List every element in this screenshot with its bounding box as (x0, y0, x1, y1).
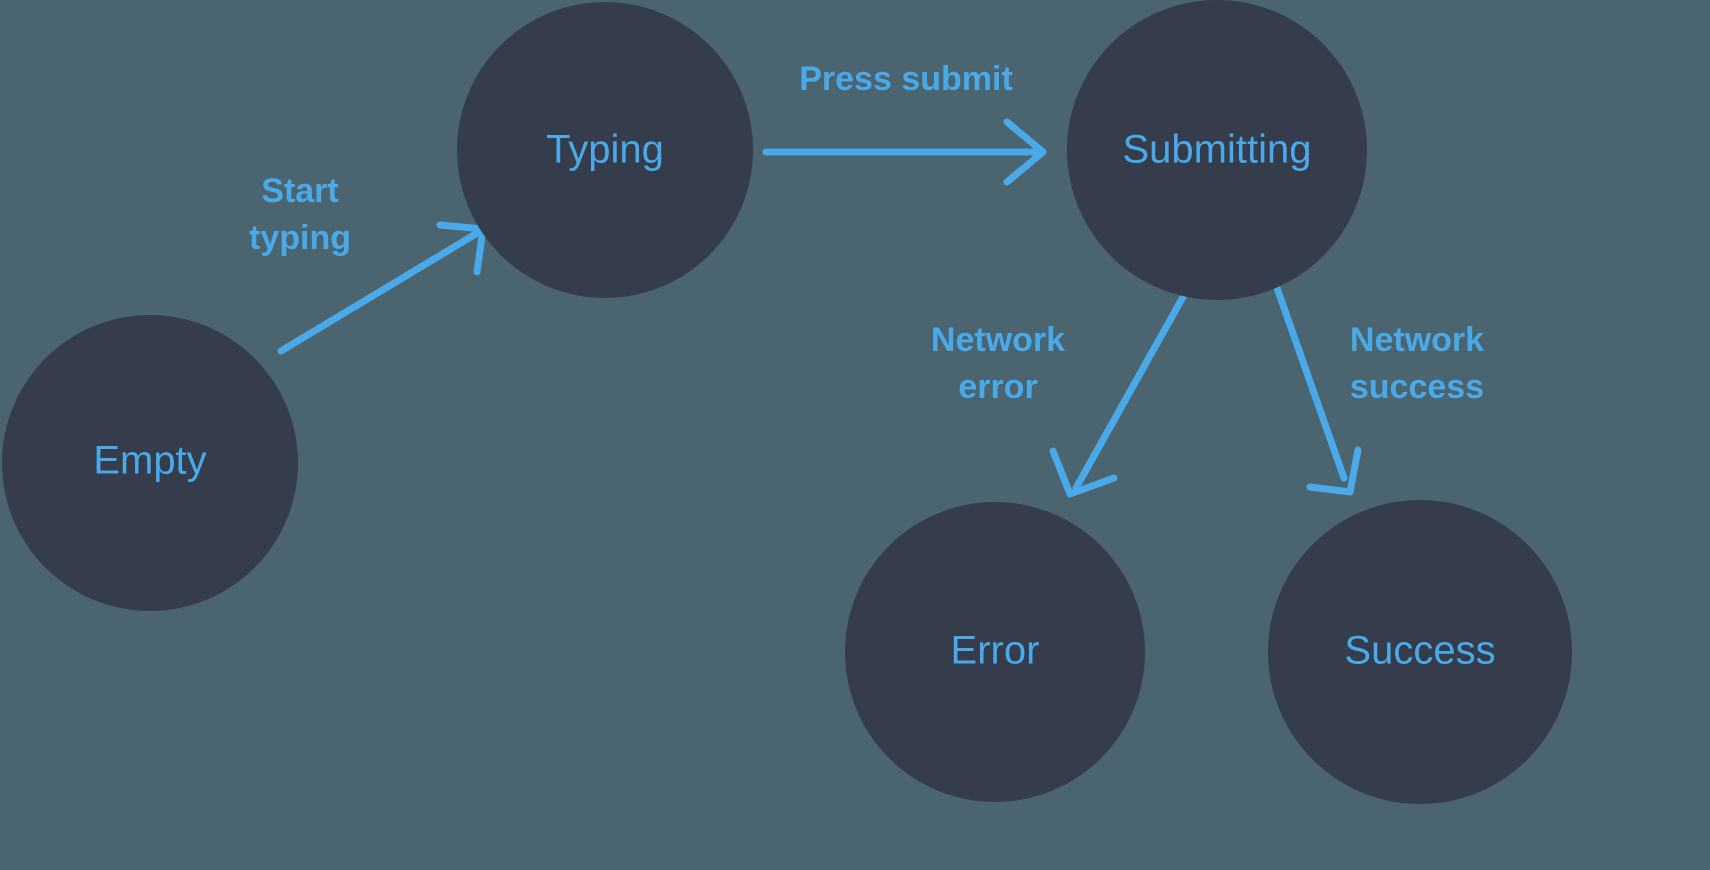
state-node-success-label: Success (1344, 629, 1495, 673)
transition-line-submitting-to-success (1273, 284, 1348, 482)
transition-line-empty-to-typing (277, 228, 483, 355)
state-node-success-circle[interactable] (1268, 500, 1572, 804)
transition-label-network-error-line1: Network (931, 321, 1065, 359)
transition-label-start-typing-line1: Start (261, 172, 338, 210)
state-node-submitting-label: Submitting (1123, 128, 1312, 172)
state-node-submitting[interactable]: Submitting (1067, 0, 1367, 300)
transition-label-network-success-line1: Network (1350, 321, 1484, 359)
state-node-error[interactable]: Error (845, 502, 1145, 802)
state-node-empty[interactable]: Empty (2, 315, 298, 611)
arrowhead-icon (1049, 447, 1118, 498)
state-node-success[interactable]: Success (1268, 500, 1572, 804)
transition-label-network-error-line2: error (958, 368, 1037, 406)
state-node-empty-label: Empty (93, 439, 206, 483)
state-node-submitting-circle[interactable] (1067, 0, 1367, 300)
state-node-error-circle[interactable] (845, 502, 1145, 802)
state-node-empty-circle[interactable] (2, 315, 298, 611)
state-node-typing-circle[interactable] (457, 2, 753, 298)
transition-submitting-to-error: Network error (931, 284, 1192, 498)
transition-submitting-to-success: Network success (1273, 284, 1484, 496)
transition-line-submitting-to-error (1072, 284, 1192, 492)
transition-label-start-typing-line2: typing (249, 219, 351, 257)
transition-label-network-success-line2: success (1350, 368, 1484, 406)
arrowhead-icon (1306, 446, 1362, 496)
state-node-error-label: Error (951, 629, 1040, 673)
arrowhead-icon (1003, 118, 1047, 186)
transition-empty-to-typing: Start typing (249, 172, 487, 355)
state-node-typing-label: Typing (546, 128, 664, 172)
transition-label-press-submit: Press submit (799, 60, 1013, 98)
transition-typing-to-submitting: Press submit (762, 60, 1047, 186)
state-node-typing[interactable]: Typing (457, 2, 753, 298)
